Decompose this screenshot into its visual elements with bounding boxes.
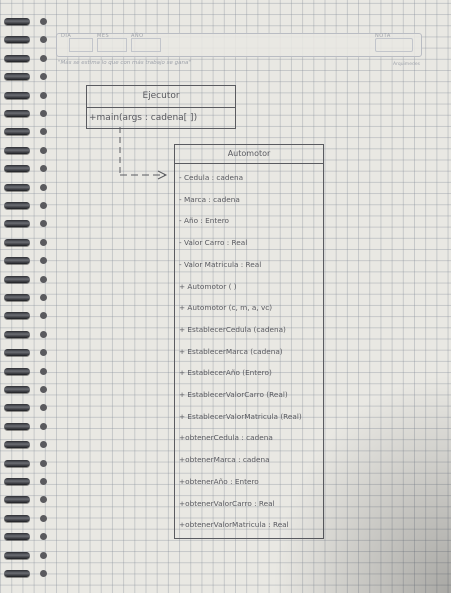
binding-hole: [40, 183, 47, 191]
header-label-day: DIA: [61, 33, 72, 39]
spiral-ring: [4, 128, 30, 136]
class-attribute: - Cedula : cadena: [179, 173, 244, 182]
spiral-ring: [4, 238, 30, 246]
binding-hole: [40, 257, 47, 265]
binding-hole: [40, 386, 47, 393]
spiral-ring: [4, 570, 30, 577]
spiral-ring: [4, 422, 30, 430]
spiral-ring: [4, 404, 30, 412]
binding-hole: [40, 275, 47, 283]
day-box: [69, 38, 93, 52]
binding-hole: [40, 73, 47, 81]
binding-hole: [40, 404, 47, 412]
class-method: + EstablecerMarca (cadena): [179, 346, 283, 356]
binding-hole: [40, 367, 47, 375]
binding-hole: [40, 36, 47, 44]
binding-hole: [40, 496, 47, 504]
notebook-motto: "Más se estima lo que con más trabajo se…: [58, 60, 191, 66]
binding-hole: [40, 110, 47, 117]
class-method: +obtenerMarca : cadena: [179, 455, 270, 465]
binding-hole: [40, 91, 47, 99]
spiral-ring: [4, 533, 30, 541]
spiral-ring: [4, 275, 30, 283]
binding-hole: [40, 441, 47, 449]
binding-hole: [40, 551, 47, 559]
spiral-ring: [4, 36, 30, 44]
spiral-ring: [4, 202, 30, 209]
class-attribute: - Año : Entero: [179, 216, 230, 226]
spiral-ring: [4, 386, 30, 393]
class-method: +obtenerValorMatricula : Real: [179, 520, 289, 530]
binding-holes: [40, 14, 50, 584]
binding-hole: [40, 330, 47, 338]
spiral-ring: [4, 514, 30, 522]
class-method: + EstablecerCedula (cadena): [179, 324, 286, 334]
spiral-ring: [4, 441, 30, 449]
header-label-grade: NOTA: [375, 33, 391, 39]
class-name-ejecutor: Ejecutor: [87, 86, 235, 108]
binding-hole: [40, 146, 47, 154]
class-method: + Automotor (c, m, a, vc): [179, 303, 273, 313]
spiral-ring: [4, 551, 30, 559]
spiral-ring: [4, 459, 30, 467]
spiral-ring: [4, 349, 30, 357]
spiral-ring: [4, 18, 30, 25]
spiral-ring: [4, 54, 30, 62]
binding-hole: [40, 165, 47, 173]
grade-box: [375, 38, 413, 52]
spiral-ring: [4, 257, 30, 265]
class-method: +obtenerValorCarro : Real: [179, 498, 275, 508]
class-attribute: - Valor Matricula : Real: [179, 259, 262, 269]
spiral-ring: [4, 146, 30, 154]
dependency-arrow: [119, 127, 168, 180]
class-method: + EstablecerValorMatricula (Real): [179, 411, 302, 421]
header-label-year: AÑO: [131, 33, 144, 39]
binding-hole: [40, 459, 47, 467]
binding-hole: [40, 202, 47, 209]
class-attribute: - Valor Carro : Real: [179, 238, 248, 248]
binding-hole: [40, 18, 47, 25]
binding-hole: [40, 220, 47, 228]
spiral-ring: [4, 91, 30, 99]
binding-hole: [40, 294, 47, 301]
binding-hole: [40, 514, 47, 522]
class-method: +obtenerAño : Entero: [179, 476, 259, 486]
spiral-ring: [4, 330, 30, 338]
class-method: +obtenerCedula : cadena: [179, 433, 273, 443]
class-method: + EstablecerValorCarro (Real): [179, 390, 288, 399]
binding-hole: [40, 238, 47, 246]
notebook-brand: Arquimedes: [393, 62, 420, 67]
class-box-ejecutor: Ejecutor +main(args : cadena[ ]): [86, 85, 236, 129]
class-method: + EstablecerAño (Entero): [179, 368, 272, 378]
class-attribute: - Marca : cadena: [179, 194, 240, 204]
spiral-ring: [4, 496, 30, 504]
binding-hole: [40, 422, 47, 430]
header-label-month: MES: [97, 33, 110, 39]
binding-hole: [40, 128, 47, 136]
year-box: [131, 38, 161, 52]
class-name-automotor: Automotor: [175, 145, 323, 164]
class-box-automotor: Automotor - Cedula : cadena - Marca : cad…: [174, 144, 324, 539]
spiral-ring: [4, 312, 30, 320]
binding-hole: [40, 349, 47, 357]
binding-hole: [40, 533, 47, 541]
spiral-ring: [4, 183, 30, 191]
class-method: + Automotor ( ): [179, 281, 237, 291]
spiral-binding: [0, 14, 34, 584]
month-box: [97, 38, 127, 52]
date-header-strip: DIA MES AÑO NOTA: [56, 33, 422, 57]
class-method-main: +main(args : cadena[ ]): [89, 113, 198, 123]
spiral-ring: [4, 73, 30, 81]
binding-hole: [40, 312, 47, 320]
binding-hole: [40, 54, 47, 62]
spiral-ring: [4, 478, 30, 485]
spiral-ring: [4, 165, 30, 173]
spiral-ring: [4, 294, 30, 301]
spiral-ring: [4, 220, 30, 228]
spiral-ring: [4, 367, 30, 375]
binding-hole: [40, 570, 47, 577]
binding-hole: [40, 478, 47, 485]
spiral-ring: [4, 110, 30, 117]
